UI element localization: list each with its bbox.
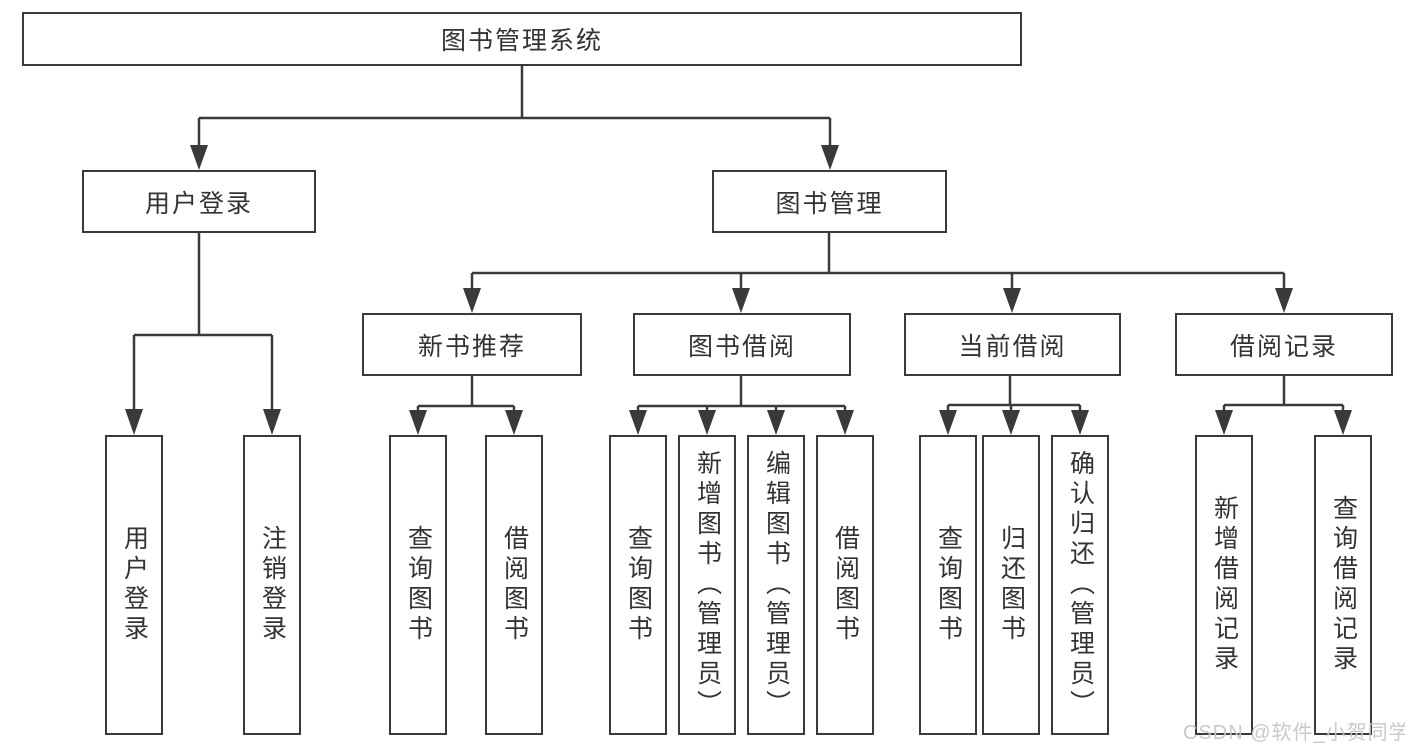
leaf-query-books-borrow: 查询图书 xyxy=(609,435,667,735)
leaf-label: 新增图书（管理员） xyxy=(693,450,722,720)
leaf-label: 新增借阅记录 xyxy=(1210,495,1239,675)
node-book-borrowing: 图书借阅 xyxy=(633,313,851,376)
leaf-query-borrow-record: 查询借阅记录 xyxy=(1314,435,1372,735)
leaf-edit-books-admin: 编辑图书（管理员） xyxy=(747,435,805,735)
leaf-label: 查询图书 xyxy=(404,525,433,645)
leaf-label: 查询图书 xyxy=(934,525,963,645)
node-label: 借阅记录 xyxy=(1229,332,1338,361)
leaf-label: 查询图书 xyxy=(624,525,653,645)
leaf-label: 借阅图书 xyxy=(500,525,529,645)
node-new-book-recommendation: 新书推荐 xyxy=(362,313,582,376)
leaf-add-borrow-record: 新增借阅记录 xyxy=(1195,435,1253,735)
node-user-login: 用户登录 xyxy=(82,170,316,233)
node-label: 图书管理系统 xyxy=(440,27,603,55)
leaf-logout: 注销登录 xyxy=(243,435,301,735)
node-label: 新书推荐 xyxy=(417,332,526,361)
leaf-borrow-books-newbooks: 借阅图书 xyxy=(485,435,543,735)
node-book-management: 图书管理 xyxy=(712,170,947,233)
node-label: 用户登录 xyxy=(144,189,253,218)
leaf-query-books-newbooks: 查询图书 xyxy=(389,435,447,735)
node-label: 图书管理 xyxy=(775,189,884,218)
leaf-label: 注销登录 xyxy=(258,525,287,645)
leaf-label: 编辑图书（管理员） xyxy=(762,450,791,720)
leaf-label: 借阅图书 xyxy=(831,525,860,645)
node-label: 当前借阅 xyxy=(958,332,1067,361)
leaf-confirm-return-admin: 确认归还（管理员） xyxy=(1051,435,1109,735)
leaf-user-login: 用户登录 xyxy=(105,435,163,735)
leaf-add-books-admin: 新增图书（管理员） xyxy=(678,435,736,735)
node-library-management-system: 图书管理系统 xyxy=(22,12,1022,66)
leaf-label: 查询借阅记录 xyxy=(1329,495,1358,675)
leaf-label: 确认归还（管理员） xyxy=(1066,450,1095,720)
node-borrowing-records: 借阅记录 xyxy=(1175,313,1393,376)
csdn-watermark: CSDN @软件_小贺同学 xyxy=(1183,722,1405,744)
leaf-borrow-books: 借阅图书 xyxy=(816,435,874,735)
node-current-borrowing: 当前借阅 xyxy=(904,313,1121,376)
leaf-query-books-current: 查询图书 xyxy=(919,435,977,735)
node-label: 图书借阅 xyxy=(687,332,796,361)
leaf-label: 归还图书 xyxy=(997,525,1026,645)
leaf-label: 用户登录 xyxy=(120,525,149,645)
leaf-return-books: 归还图书 xyxy=(982,435,1040,735)
